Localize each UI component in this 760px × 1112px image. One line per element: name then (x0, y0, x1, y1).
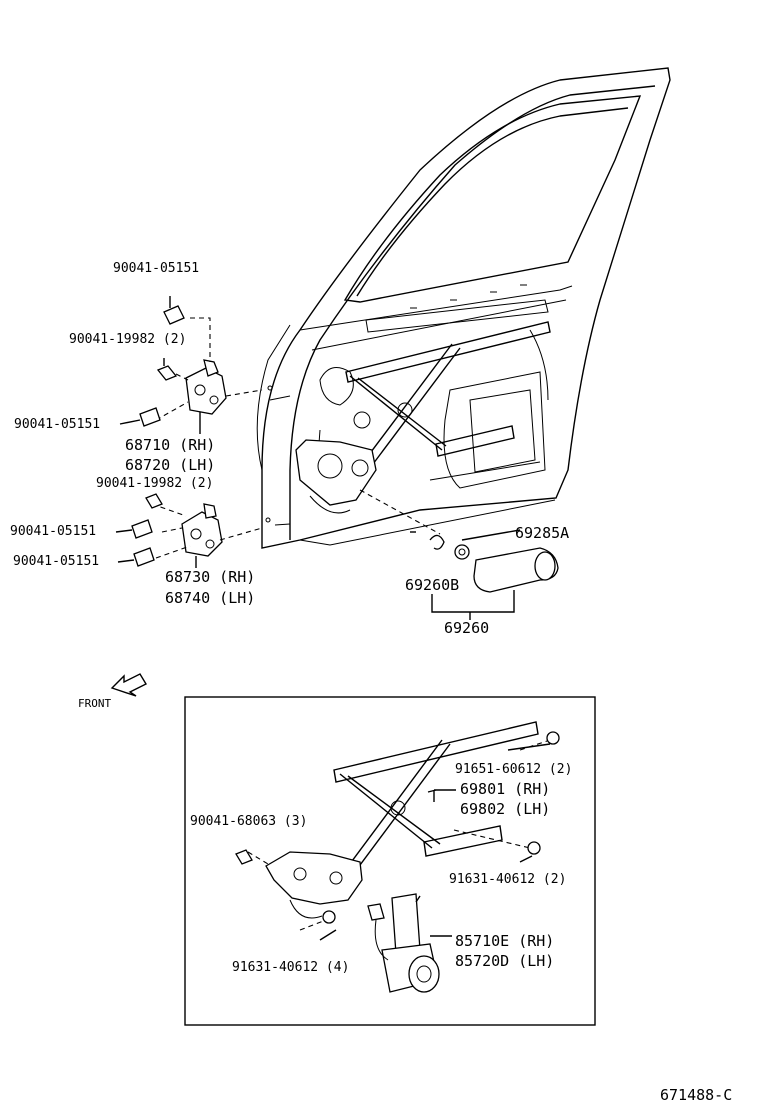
lower-hinge (151, 503, 263, 568)
label-hinge-upper-rh: 68710 (RH) (125, 436, 216, 454)
label-motor-lh: 85720D (LH) (455, 952, 555, 970)
label-90041-05151-lower-a: 90041-05151 (10, 524, 97, 539)
window-motor (367, 893, 452, 993)
inset-box (184, 696, 596, 1026)
label-front: FRONT (78, 697, 112, 710)
window-handle-parts (359, 489, 559, 620)
label-91631-40612-2: 91631-40612 (2) (449, 872, 567, 887)
label-hinge-upper-lh: 68720 (LH) (125, 456, 216, 474)
upper-hinge (155, 317, 263, 434)
label-regulator-lh: 69802 (LH) (460, 800, 551, 818)
label-regulator-rh: 69801 (RH) (460, 780, 551, 798)
label-hinge-lower-rh: 68730 (RH) (165, 568, 256, 586)
label-69285a: 69285A (515, 524, 570, 542)
door-panel (256, 67, 671, 549)
lower-bolts (115, 493, 163, 567)
label-69260: 69260 (444, 619, 490, 637)
label-90041-19982-lower: 90041-19982 (2) (96, 476, 214, 491)
label-90041-05151-top: 90041-05151 (113, 261, 200, 276)
label-91651-60612: 91651-60612 (2) (455, 762, 573, 777)
leader-lines (410, 531, 456, 802)
regulator-in-door (295, 321, 551, 514)
label-91631-40612-4: 91631-40612 (4) (232, 960, 350, 975)
label-90041-05151-lower-b: 90041-05151 (13, 554, 100, 569)
label-69260b: 69260B (405, 576, 460, 594)
inset-regulator (247, 721, 551, 941)
front-arrow-icon (110, 673, 147, 697)
label-90041-68063: 90041-68063 (3) (190, 814, 308, 829)
label-90041-19982-upper: 90041-19982 (2) (69, 332, 187, 347)
inset-fasteners (235, 731, 560, 924)
label-motor-rh: 85710E (RH) (455, 932, 555, 950)
diagram-id: 671488-C (660, 1086, 733, 1104)
upper-bolts (119, 296, 185, 427)
label-90041-05151-upper-hinge: 90041-05151 (14, 417, 101, 432)
label-hinge-lower-lh: 68740 (LH) (165, 589, 256, 607)
